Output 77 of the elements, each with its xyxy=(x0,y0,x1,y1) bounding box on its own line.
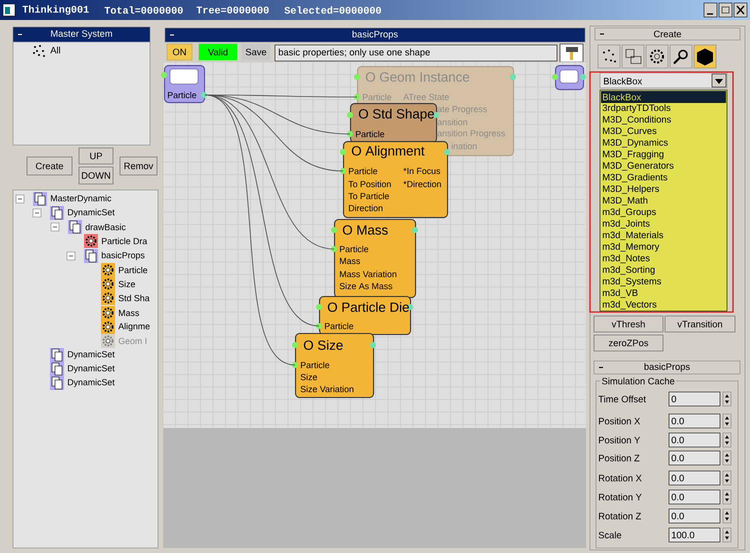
field-label: Position Y xyxy=(599,436,640,444)
tree-item: Std Sha xyxy=(118,294,150,302)
number-field: 0.0 xyxy=(668,414,720,428)
on-button: ON xyxy=(166,44,192,60)
remove-button: Remov xyxy=(120,156,158,176)
text-field: basic properties; only use one shape xyxy=(274,44,558,62)
tree-item: basicProps xyxy=(102,252,144,260)
operator-box: O Std Shape Particle xyxy=(347,103,439,144)
list-item: M3D_Dynamics xyxy=(603,138,668,148)
list-item: M3D_Math xyxy=(603,196,648,206)
down-button: DOWN xyxy=(78,166,114,184)
list-item: m3d_Sorting xyxy=(602,266,655,275)
list-item: m3d_Vectors xyxy=(602,300,656,310)
window-title: Tree=0000000 xyxy=(196,6,269,14)
number-field: 100.0 xyxy=(668,528,720,542)
action-button: zeroZPos xyxy=(594,334,664,352)
connector-box xyxy=(552,65,586,90)
number-field: 0.0 xyxy=(668,450,720,466)
panel-header: basicProps xyxy=(164,28,586,42)
action-button: vThresh xyxy=(594,316,664,332)
number-field: 0.0 xyxy=(668,432,720,448)
tree-item: Particle Dra xyxy=(102,238,148,244)
window-title: Total=0000000 xyxy=(104,6,183,14)
tree-item: DynamicSet xyxy=(68,208,115,218)
number-field: 0.0 xyxy=(668,490,720,504)
field-label: Time Offset xyxy=(598,396,646,402)
list-item: M3D_Generators xyxy=(603,162,674,171)
field-label: Position Z xyxy=(599,454,640,462)
list-item: m3d_Materials xyxy=(602,231,664,240)
list-item: m3d_Memory xyxy=(602,242,660,252)
field-label: Rotation X xyxy=(599,474,642,482)
number-field: 0.0 xyxy=(668,508,720,524)
action-button: vTransition xyxy=(664,316,736,332)
field-label: Rotation Z xyxy=(599,512,641,520)
list-item: M3D_Conditions xyxy=(603,116,671,124)
tree-item: MasterDynamic xyxy=(51,194,112,204)
list-item: M3D_Fragging xyxy=(603,150,664,160)
field-label: Rotation Y xyxy=(599,494,642,500)
field-label: Scale xyxy=(598,532,622,538)
operator-box: O Size Particle Size Size Variation xyxy=(292,333,376,398)
save-button: Save xyxy=(242,44,270,60)
window-title: Thinking001 xyxy=(22,5,89,15)
list-item: M3D_Curves xyxy=(603,128,656,136)
list-item: All xyxy=(50,46,60,54)
list-item: M3D_Gradients xyxy=(603,174,668,182)
list-item: m3d_Systems xyxy=(602,278,662,286)
window-title: Selected=0000000 xyxy=(284,6,381,14)
create-button: Create xyxy=(26,156,72,176)
tree-item: DynamicSet xyxy=(68,364,115,374)
panel-header: Master System xyxy=(12,26,150,42)
list-item: BlackBox xyxy=(601,91,726,103)
list-item: m3d_Joints xyxy=(602,220,650,228)
tree-item: Particle xyxy=(119,266,148,274)
tree-item: DynamicSet xyxy=(68,350,115,360)
rollout-header: Create xyxy=(594,28,740,40)
operator-box: O Particle Die Particle xyxy=(316,296,413,336)
connector-box: Particle xyxy=(161,65,207,104)
tree-item: Mass xyxy=(119,310,139,316)
tree-item: drawBasic xyxy=(86,224,126,230)
tree-item: Size xyxy=(118,280,135,288)
dropdown: BlackBox xyxy=(600,72,728,88)
operator-box: O Mass Particle Mass Mass Variation Size As Mass xyxy=(331,219,418,298)
field-label: Position X xyxy=(599,418,640,424)
list-item: m3d_Notes xyxy=(602,254,650,264)
up-button: UP xyxy=(78,148,114,164)
valid-indicator: Valid xyxy=(198,44,238,60)
tree-item: Alignme xyxy=(118,322,150,332)
group-label: Simulation Cache xyxy=(600,376,676,386)
number-field: 0.0 xyxy=(668,470,720,486)
list-item: m3d_Groups xyxy=(602,208,656,217)
tree-item: Geom I xyxy=(118,338,146,344)
list-item: m3d_VB xyxy=(602,289,638,298)
list-item: 3rdpartyTDTools xyxy=(602,104,670,113)
number-field: 0 xyxy=(668,392,720,406)
tree-item: DynamicSet xyxy=(68,378,115,388)
operator-box: O Alignment Particle *In Focus To Position *Direction To Particle Direction xyxy=(340,141,450,218)
list-item: M3D_Helpers xyxy=(603,185,659,194)
